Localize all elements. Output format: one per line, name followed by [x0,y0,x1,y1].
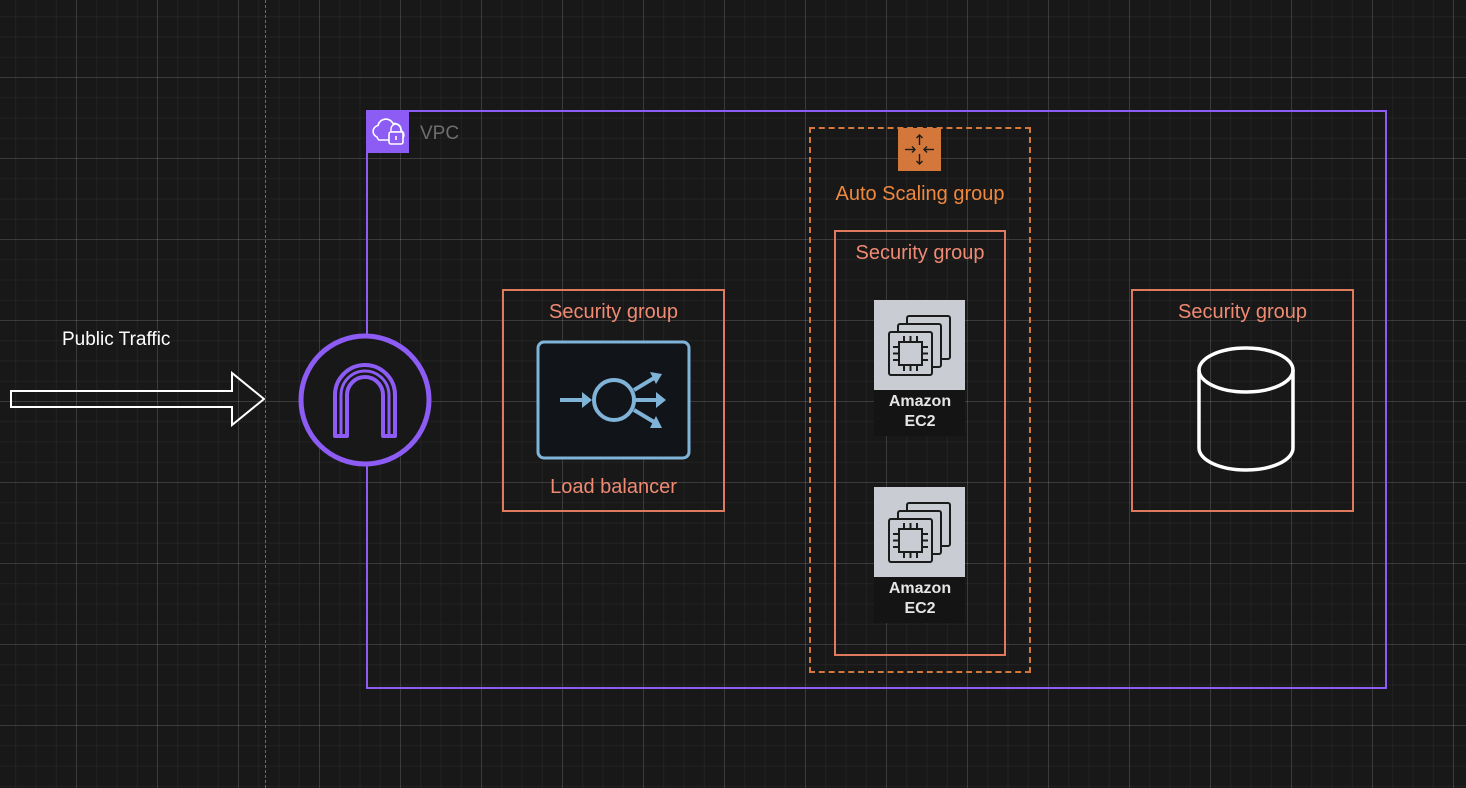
ec2-chip-icon [888,315,951,376]
security-group-instances [834,230,1006,656]
ec2-label-line1: Amazon [888,393,952,410]
auto-scaling-icon [898,128,941,171]
security-group-lb-label: Security group [549,301,678,323]
ec2-instance: Amazon EC2 [874,300,965,436]
load-balancer-label: Load balancer [550,476,677,498]
public-traffic-label: Public Traffic [62,329,171,350]
load-balancer-icon [536,340,691,460]
ec2-chip-icon [888,502,951,563]
security-group-database [1131,289,1354,512]
internet-boundary-line [265,0,266,788]
security-group-asg-label: Security group [855,242,985,264]
security-group-db-label: Security group [1178,301,1307,323]
security-group-load-balancer [502,289,725,512]
vpc-icon [367,111,409,153]
ec2-label-line2: EC2 [904,413,936,430]
ec2-label-line1: Amazon [888,580,952,597]
internet-gateway-icon [298,333,432,467]
traffic-arrow [10,370,266,428]
auto-scaling-label: Auto Scaling group [835,183,1005,205]
vpc-label: VPC [420,123,460,144]
ec2-icon-tile [874,487,965,577]
database-icon [1197,346,1295,472]
ec2-label-line2: EC2 [904,600,936,617]
ec2-instance: Amazon EC2 [874,487,965,623]
ec2-icon-tile [874,300,965,390]
